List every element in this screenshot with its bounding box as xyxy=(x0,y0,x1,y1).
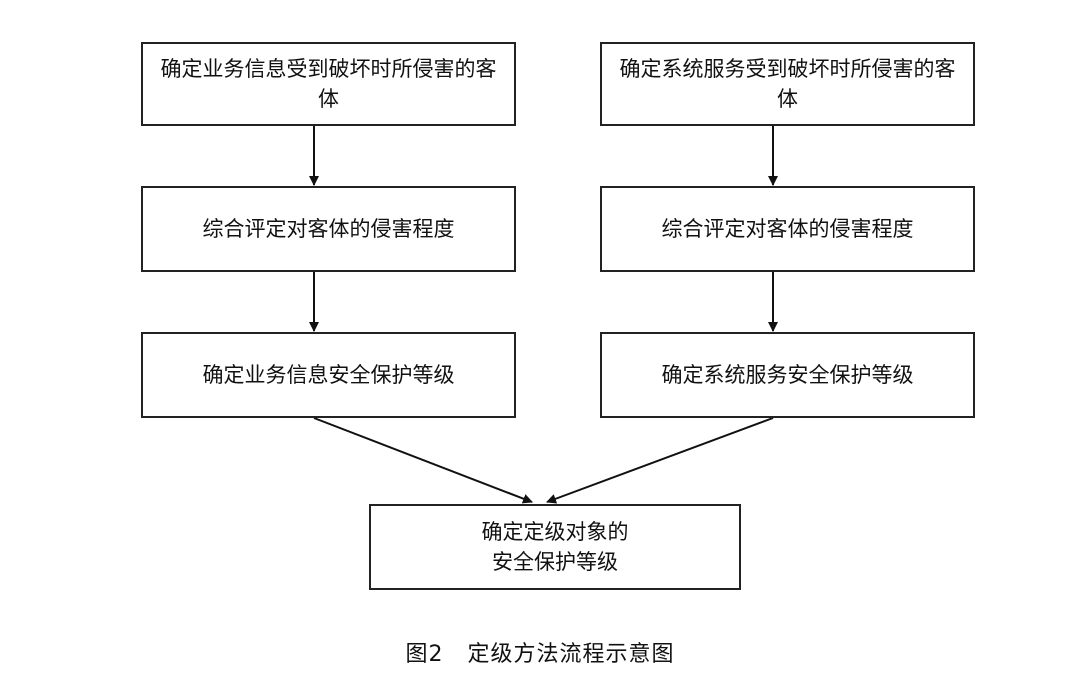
right-step-1-label: 确定系统服务受到破坏时所侵害的客体 xyxy=(619,57,956,111)
left-step-3-label: 确定业务信息安全保护等级 xyxy=(202,363,455,387)
right-step-3-label: 确定系统服务安全保护等级 xyxy=(661,363,914,387)
left-step-1-label: 确定业务信息受到破坏时所侵害的客体 xyxy=(160,57,497,111)
final-step-line-2: 安全保护等级 xyxy=(492,550,618,574)
left-step-1-box: 确定业务信息受到破坏时所侵害的客体 xyxy=(141,42,516,126)
final-step-line-1: 确定定级对象的 xyxy=(481,520,629,544)
final-step-text: 确定定级对象的 安全保护等级 xyxy=(482,517,629,577)
left-step-2-box: 综合评定对客体的侵害程度 xyxy=(141,186,516,272)
right-step-2-label: 综合评定对客体的侵害程度 xyxy=(661,217,914,241)
left-step-2-label: 综合评定对客体的侵害程度 xyxy=(202,217,455,241)
right-step-1-box: 确定系统服务受到破坏时所侵害的客体 xyxy=(600,42,975,126)
right-step-3-box: 确定系统服务安全保护等级 xyxy=(600,332,975,418)
arrow-left-3-to-final xyxy=(313,417,533,504)
left-step-3-box: 确定业务信息安全保护等级 xyxy=(141,332,516,418)
figure-caption: 图2 定级方法流程示意图 xyxy=(405,642,675,667)
right-step-2-box: 综合评定对客体的侵害程度 xyxy=(600,186,975,272)
final-step-box: 确定定级对象的 安全保护等级 xyxy=(369,504,741,590)
arrow-right-3-to-final xyxy=(546,417,774,504)
